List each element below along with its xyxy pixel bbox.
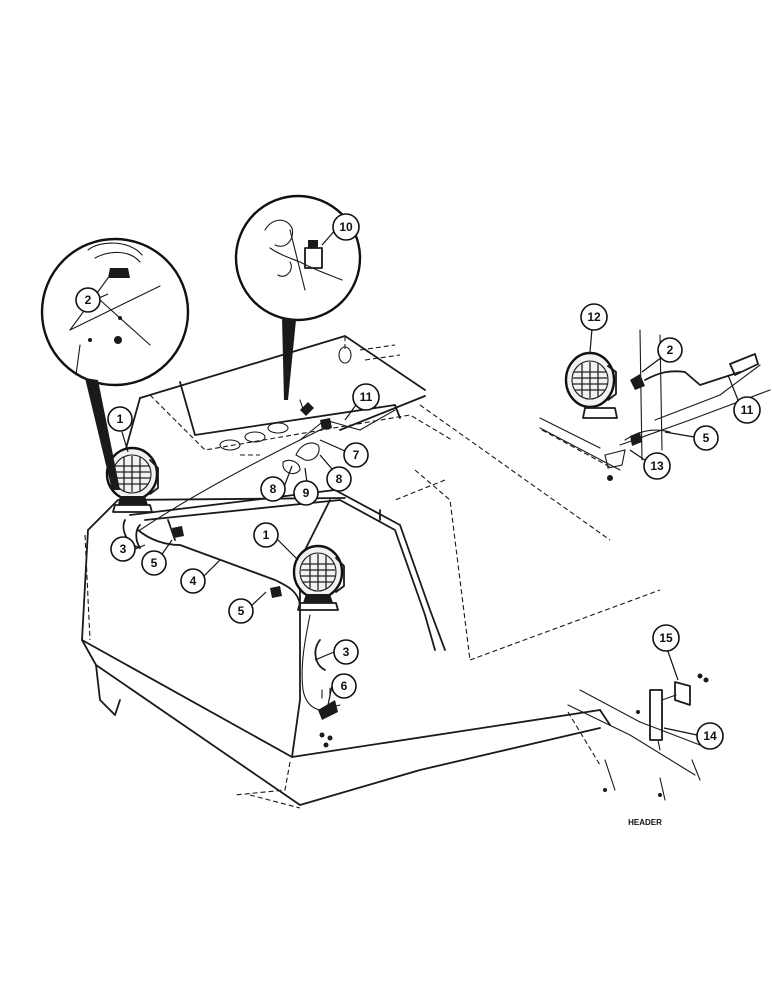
callout-11-main: 11 bbox=[352, 383, 380, 411]
header-caption: HEADER bbox=[628, 818, 662, 827]
callout-label: 12 bbox=[587, 310, 601, 324]
callout-label: 5 bbox=[703, 431, 710, 445]
callout-13: 13 bbox=[643, 452, 671, 480]
wiring-harness bbox=[122, 395, 426, 711]
callout-label: 11 bbox=[360, 390, 373, 404]
callout-9: 9 bbox=[293, 480, 319, 506]
callout-6: 6 bbox=[331, 673, 357, 699]
callout-label: 15 bbox=[659, 631, 673, 645]
callout-4: 4 bbox=[180, 568, 206, 594]
callout-3-left: 3 bbox=[110, 536, 136, 562]
callout-8-left: 8 bbox=[260, 476, 286, 502]
callout-15: 15 bbox=[652, 624, 680, 652]
inset-detail-relay bbox=[234, 194, 362, 400]
callout-label: 6 bbox=[341, 679, 348, 693]
callout-label: 9 bbox=[303, 486, 310, 500]
callout-11-side: 11 bbox=[733, 396, 761, 424]
callout-label: 1 bbox=[117, 412, 124, 426]
mounting-hardware bbox=[318, 687, 338, 748]
callout-10: 10 bbox=[332, 213, 360, 241]
callout-label: 3 bbox=[120, 542, 127, 556]
inset-detail-lamp-mount bbox=[40, 237, 190, 490]
callout-5-side: 5 bbox=[693, 425, 719, 451]
callout-2-side: 2 bbox=[657, 337, 683, 363]
callout-label: 3 bbox=[343, 645, 350, 659]
callout-14: 14 bbox=[696, 722, 724, 750]
callout-label: 2 bbox=[85, 293, 92, 307]
callout-label: 8 bbox=[270, 482, 277, 496]
callout-5-left: 5 bbox=[141, 550, 167, 576]
callout-label: 5 bbox=[238, 604, 245, 618]
callout-3-right: 3 bbox=[333, 639, 359, 665]
callout-label: 5 bbox=[151, 556, 158, 570]
work-lamp-right bbox=[292, 544, 345, 611]
work-lamp-left bbox=[105, 446, 159, 513]
callout-label: 10 bbox=[339, 220, 353, 234]
callout-label: 7 bbox=[353, 448, 360, 462]
callout-label: 11 bbox=[741, 403, 754, 417]
callout-1-right: 1 bbox=[253, 522, 279, 548]
callout-label: 4 bbox=[190, 574, 197, 588]
callout-label: 14 bbox=[703, 729, 717, 743]
callout-label: 2 bbox=[667, 343, 674, 357]
callout-12: 12 bbox=[580, 303, 608, 331]
callout-1-left: 1 bbox=[107, 406, 133, 432]
leader-lines bbox=[98, 227, 743, 736]
side-detail-bracket bbox=[567, 673, 709, 801]
callout-2-inset: 2 bbox=[75, 287, 101, 313]
callout-7: 7 bbox=[343, 442, 369, 468]
callout-label: 1 bbox=[263, 528, 270, 542]
callout-8-right: 8 bbox=[326, 466, 352, 492]
callout-label: 8 bbox=[336, 472, 343, 486]
callout-5-right: 5 bbox=[228, 598, 254, 624]
callout-label: 13 bbox=[650, 459, 664, 473]
